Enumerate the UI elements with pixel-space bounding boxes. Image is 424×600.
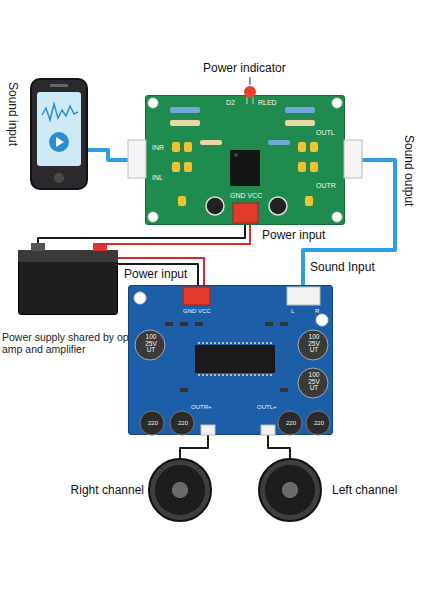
channel-label: Right channel xyxy=(60,484,144,498)
capacitor-marking: 100 25V UT xyxy=(304,334,324,354)
red-power-wire xyxy=(100,225,250,285)
speaker: Right channel xyxy=(148,458,212,522)
speaker-wire xyxy=(180,435,208,458)
silkscreen-label: GND VCC xyxy=(230,192,262,200)
caption-text: Power supply shared by op amp and amplif… xyxy=(2,331,137,355)
capacitor-marking: 100 25V UT xyxy=(304,372,324,392)
annotation-label: Power input xyxy=(262,229,325,242)
silkscreen-label: OUTL xyxy=(316,129,335,137)
silkscreen-label: RLED xyxy=(258,99,277,107)
inductor-marking: 220 xyxy=(143,420,163,426)
annotation-label: Power input xyxy=(124,268,187,281)
inductor-marking: 220 xyxy=(309,420,329,426)
silkscreen-label: OUTL+ xyxy=(257,404,277,411)
audio-cable xyxy=(88,150,145,160)
channel-label: Left channel xyxy=(332,484,422,498)
preamp-board: D2 RLED INR INL GND VCC OUTL OUTR xyxy=(145,95,345,225)
phone-player: Sound input xyxy=(30,78,88,190)
speaker: Left channel xyxy=(258,458,322,522)
speaker-wire xyxy=(268,435,290,458)
annotation-label: Power indicator xyxy=(203,62,286,75)
red-power-wire xyxy=(118,258,204,285)
capacitor-marking: 100 25V UT xyxy=(141,334,161,354)
preamp-components xyxy=(344,140,362,178)
silkscreen-label: OUTR+ xyxy=(191,404,212,411)
preamp-components xyxy=(128,140,146,178)
vertical-label: Sound input xyxy=(5,82,19,146)
edge-label: Sound output xyxy=(402,135,415,206)
inductor-marking: 220 xyxy=(173,420,193,426)
silkscreen-label: L xyxy=(291,308,294,315)
power-wire xyxy=(38,225,245,250)
annotation-label: Sound Input xyxy=(310,261,375,274)
battery: Power supply shared by op amp and amplif… xyxy=(18,250,118,315)
silkscreen-label: INR xyxy=(152,144,164,152)
power-wire xyxy=(118,264,198,285)
amplifier-board: GND VCC L R 100 25V UT 100 25V UT 100 25V UT O… xyxy=(128,285,333,435)
leader-line xyxy=(250,77,251,85)
silkscreen-label: GND VCC xyxy=(183,308,211,315)
inductor-marking: 220 xyxy=(281,420,301,426)
silkscreen-label: D2 xyxy=(226,99,235,107)
red-power-wire xyxy=(100,225,250,244)
silkscreen-label: R xyxy=(315,308,319,315)
silkscreen-label: INL xyxy=(152,174,163,182)
silkscreen-label: OUTR xyxy=(316,182,336,190)
leader-line xyxy=(250,77,251,85)
